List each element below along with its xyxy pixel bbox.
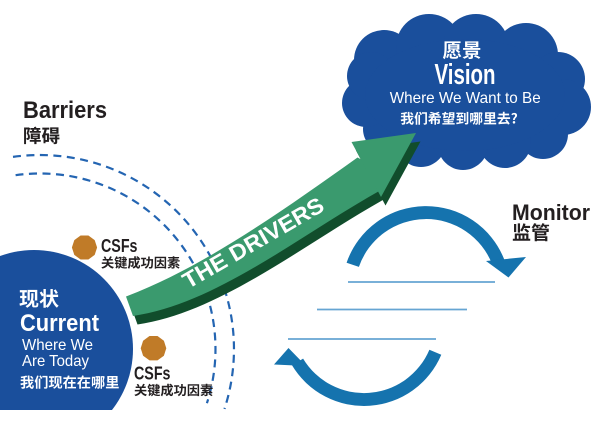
svg-text:Where We Want to Be: Where We Want to Be — [390, 90, 541, 107]
svg-text:CSFs: CSFs — [134, 364, 171, 384]
svg-text:Barriers: Barriers — [23, 97, 107, 124]
svg-text:Vision: Vision — [435, 59, 496, 91]
svg-text:Are Today: Are Today — [22, 353, 89, 370]
svg-text:Current: Current — [20, 310, 99, 337]
svg-text:Monitor: Monitor — [512, 200, 590, 225]
svg-text:CSFs: CSFs — [101, 236, 138, 256]
svg-text:Where We: Where We — [22, 337, 93, 354]
